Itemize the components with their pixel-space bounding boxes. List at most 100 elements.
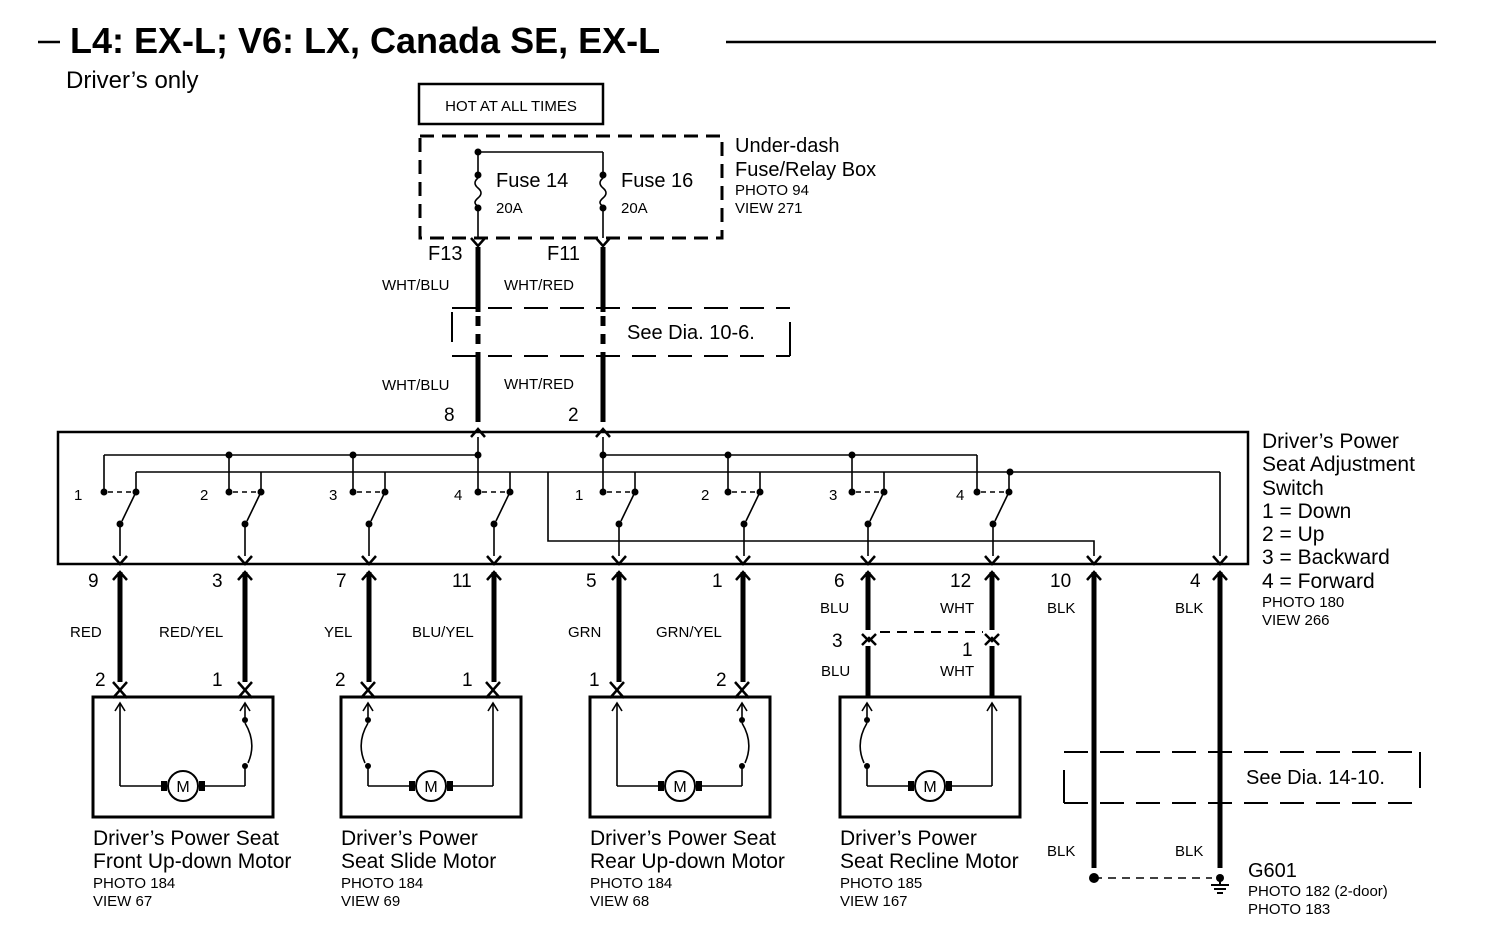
switch-contacts: [100, 472, 1013, 556]
switch-bottom-pin-8: 12: [950, 571, 971, 592]
switch-contact-5: [599, 472, 639, 556]
switch-bottom-pin-5: 5: [586, 571, 597, 592]
motor-4-photo: PHOTO 185: [840, 875, 922, 892]
switch-legend-1: 1 = Down: [1262, 500, 1351, 523]
fuse-14-rating: 20A: [496, 200, 523, 217]
switch-photo: PHOTO 180: [1262, 594, 1344, 611]
fuse-16-icon: [599, 177, 607, 207]
switch-pos-2a: 2: [200, 487, 208, 504]
wire-label-3: YEL: [324, 624, 352, 641]
switch-contact-4: [474, 472, 514, 556]
fuse-box-photo: PHOTO 94: [735, 182, 809, 199]
motor-3-line2: Rear Up-down Motor: [590, 850, 785, 873]
switch-legend-3: 3 = Backward: [1262, 546, 1390, 569]
switch-bottom-pin-4: 11: [452, 571, 472, 592]
motor-2-photo: PHOTO 184: [341, 875, 423, 892]
switch-contact-6: [724, 472, 764, 556]
switch-contact-1: [100, 472, 140, 556]
switch-bottom-pins: 9RED3RED/YEL7YEL11BLU/YEL5GRN1GRN/YEL6BL…: [70, 555, 1228, 868]
motor-1-view: VIEW 67: [93, 893, 152, 910]
switch-contact-2: [225, 472, 265, 556]
switch-contact-7: [848, 472, 888, 556]
motor-2-symbol: M: [424, 779, 437, 796]
switch-pos-1a: 1: [74, 487, 82, 504]
wire-label-wht-blu-top: WHT/BLU: [382, 277, 450, 294]
ground-photo-2: PHOTO 183: [1248, 901, 1330, 918]
terminal-f11-icon: [595, 237, 611, 248]
terminal-f13-label: F13: [428, 243, 462, 265]
fuse-16-label: Fuse 16: [621, 170, 693, 192]
switch-bottom-pin-6: 1: [712, 571, 723, 592]
switch-legend-4: 4 = Forward: [1262, 570, 1375, 593]
diagram-title: L4: EX-L; V6: LX, Canada SE, EX-L: [70, 20, 660, 61]
switch-pos-3b: 3: [829, 487, 837, 504]
motor-2-view: VIEW 69: [341, 893, 400, 910]
recline-connector-pin-1: 1: [962, 640, 973, 661]
ground-icon: [1211, 874, 1229, 894]
wire-label-7: BLU: [820, 600, 849, 617]
fuse-16-rating: 20A: [621, 200, 648, 217]
motor-1-pin-left: 2: [95, 670, 106, 691]
ground-wire-label-left: BLK: [1047, 843, 1075, 860]
fuse-14-label: Fuse 14: [496, 170, 568, 192]
fuse-relay-box-outline: [418, 134, 724, 240]
motor-4-symbol: M: [923, 779, 936, 796]
motor-1-icon: M: [161, 770, 205, 802]
hot-at-all-times-box: [417, 82, 605, 126]
wire-label-wht-red-top: WHT/RED: [504, 277, 574, 294]
switch-pin-2: 2: [568, 405, 579, 426]
switch-name-line1: Driver’s Power: [1262, 430, 1399, 453]
switch-view: VIEW 266: [1262, 612, 1330, 629]
switch-name-line3: Switch: [1262, 477, 1324, 500]
motor-1-symbol: M: [176, 779, 189, 796]
motor-4-line1: Driver’s Power: [840, 827, 977, 850]
ground-photo-1: PHOTO 182 (2-door): [1248, 883, 1388, 900]
wire-label-6: GRN/YEL: [656, 624, 722, 641]
hot-at-all-times-label: HOT AT ALL TIMES: [445, 98, 577, 115]
recline-wire-label-wht: WHT: [940, 663, 974, 680]
wire-label-wht-blu-bottom: WHT/BLU: [382, 377, 450, 394]
power-seat-adjustment-switch: [56, 430, 1250, 566]
switch-name-line2: Seat Adjustment: [1262, 453, 1415, 476]
wire-label-9: BLK: [1047, 600, 1075, 617]
wire-label-5: GRN: [568, 624, 601, 641]
switch-bottom-pin-1: 9: [88, 571, 99, 592]
see-dia-10-6-link[interactable]: See Dia. 10-6.: [627, 322, 755, 344]
switch-bottom-pin-9: 10: [1050, 571, 1071, 592]
motor-3-line1: Driver’s Power Seat: [590, 827, 776, 850]
motor-2-line1: Driver’s Power: [341, 827, 478, 850]
motor-1-line2: Front Up-down Motor: [93, 850, 291, 873]
wire-label-4: BLU/YEL: [412, 624, 474, 641]
fuse-box-name-line1: Under-dash: [735, 135, 840, 157]
see-dia-14-10-link[interactable]: See Dia. 14-10.: [1246, 767, 1385, 789]
fuse-box-name-line2: Fuse/Relay Box: [735, 159, 876, 181]
motor-2-icon: M: [409, 770, 453, 802]
switch-pos-4a: 4: [454, 487, 462, 504]
fuse-box-view: VIEW 271: [735, 200, 803, 217]
motor-3-view: VIEW 68: [590, 893, 649, 910]
terminal-f11-label: F11: [547, 243, 580, 265]
wire-label-8: WHT: [940, 600, 974, 617]
switch-pin-8: 8: [444, 405, 455, 426]
switch-pos-4b: 4: [956, 487, 964, 504]
switch-pos-2b: 2: [701, 487, 709, 504]
fuse-14-icon: [474, 177, 482, 207]
motor-3-photo: PHOTO 184: [590, 875, 672, 892]
ground-splice-dot: [1089, 873, 1099, 883]
wire-label-2: RED/YEL: [159, 624, 223, 641]
ground-wire-label-right: BLK: [1175, 843, 1203, 860]
switch-contact-8: [973, 472, 1013, 556]
switch-pos-3a: 3: [329, 487, 337, 504]
switch-bottom-pin-7: 6: [834, 571, 845, 592]
wire-label-10: BLK: [1175, 600, 1203, 617]
switch-pos-1b: 1: [575, 487, 583, 504]
motor-2-pin-right: 1: [462, 670, 473, 691]
switch-contact-3: [349, 472, 389, 556]
switch-legend-2: 2 = Up: [1262, 523, 1324, 546]
motor-1-pin-right: 1: [212, 670, 223, 691]
